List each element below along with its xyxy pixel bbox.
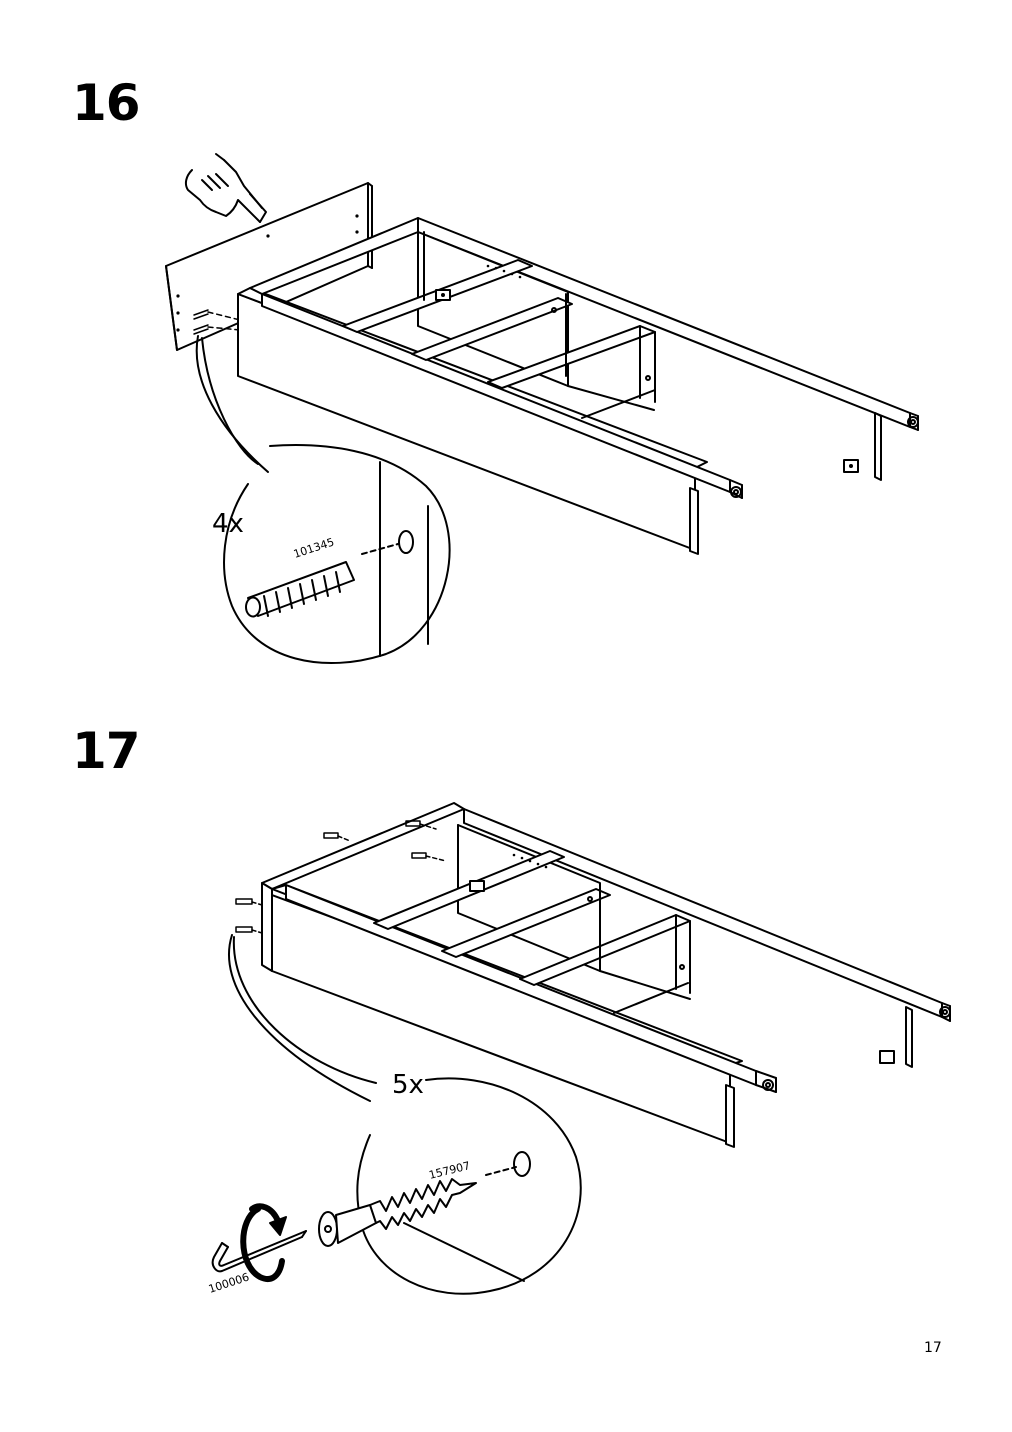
dowel-icon — [245, 561, 355, 618]
end-panel — [165, 182, 373, 351]
step-17-illustration: 5x 157907 100006 — [190, 795, 960, 1315]
screw-icon — [318, 1178, 477, 1247]
pointing-hand-icon — [184, 153, 267, 223]
step-17-part-number: 157907 — [428, 1159, 472, 1182]
frame — [237, 217, 919, 555]
allen-key-part-number: 100006 — [207, 1271, 251, 1296]
step-17-number: 17 — [72, 722, 141, 780]
page-number: 17 — [924, 1340, 942, 1356]
step-16-number: 16 — [72, 74, 141, 132]
step-16-quantity: 4x — [212, 509, 244, 539]
rotate-arrow-icon — [240, 1203, 287, 1282]
step-16-illustration: 4x 101345 — [150, 150, 940, 680]
allen-key-icon — [211, 1230, 307, 1273]
step-17-quantity: 5x — [392, 1070, 424, 1100]
screw-markers — [235, 820, 447, 934]
step-16-part-number: 101345 — [292, 536, 336, 561]
frame — [261, 802, 951, 1148]
